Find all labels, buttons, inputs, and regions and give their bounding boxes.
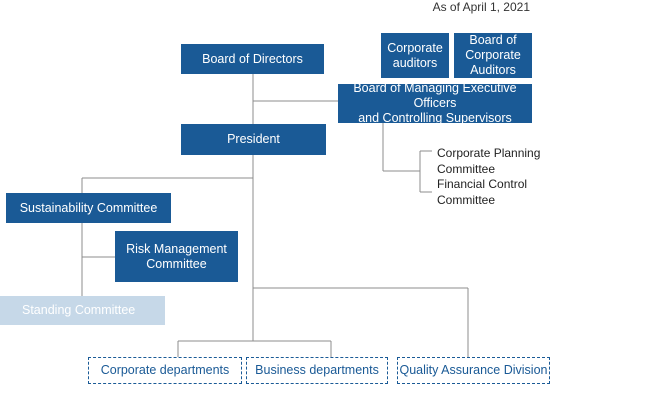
business-departments-box: Business departments bbox=[246, 357, 388, 384]
corporate-planning-committee-label: Corporate Planning Committee bbox=[437, 146, 541, 176]
as-of-date: As of April 1, 2021 bbox=[432, 0, 530, 14]
board-of-corporate-auditors-box: Board of Corporate Auditors bbox=[454, 33, 532, 78]
sustainability-committee-box: Sustainability Committee bbox=[6, 193, 171, 223]
corporate-departments-box: Corporate departments bbox=[88, 357, 242, 384]
corporate-auditors-box: Corporate auditors bbox=[381, 33, 449, 78]
board-of-managing-executive-officers-box: Board of Managing Executive Officers and… bbox=[338, 81, 532, 125]
president-box: President bbox=[181, 124, 326, 155]
risk-management-committee-box: Risk Management Committee bbox=[115, 231, 238, 282]
financial-control-committee-label: Financial Control Committee bbox=[437, 177, 528, 207]
board-of-directors-box: Board of Directors bbox=[181, 44, 324, 74]
quality-assurance-division-box: Quality Assurance Division bbox=[397, 357, 550, 384]
standing-committee-box: Standing Committee bbox=[0, 296, 165, 325]
